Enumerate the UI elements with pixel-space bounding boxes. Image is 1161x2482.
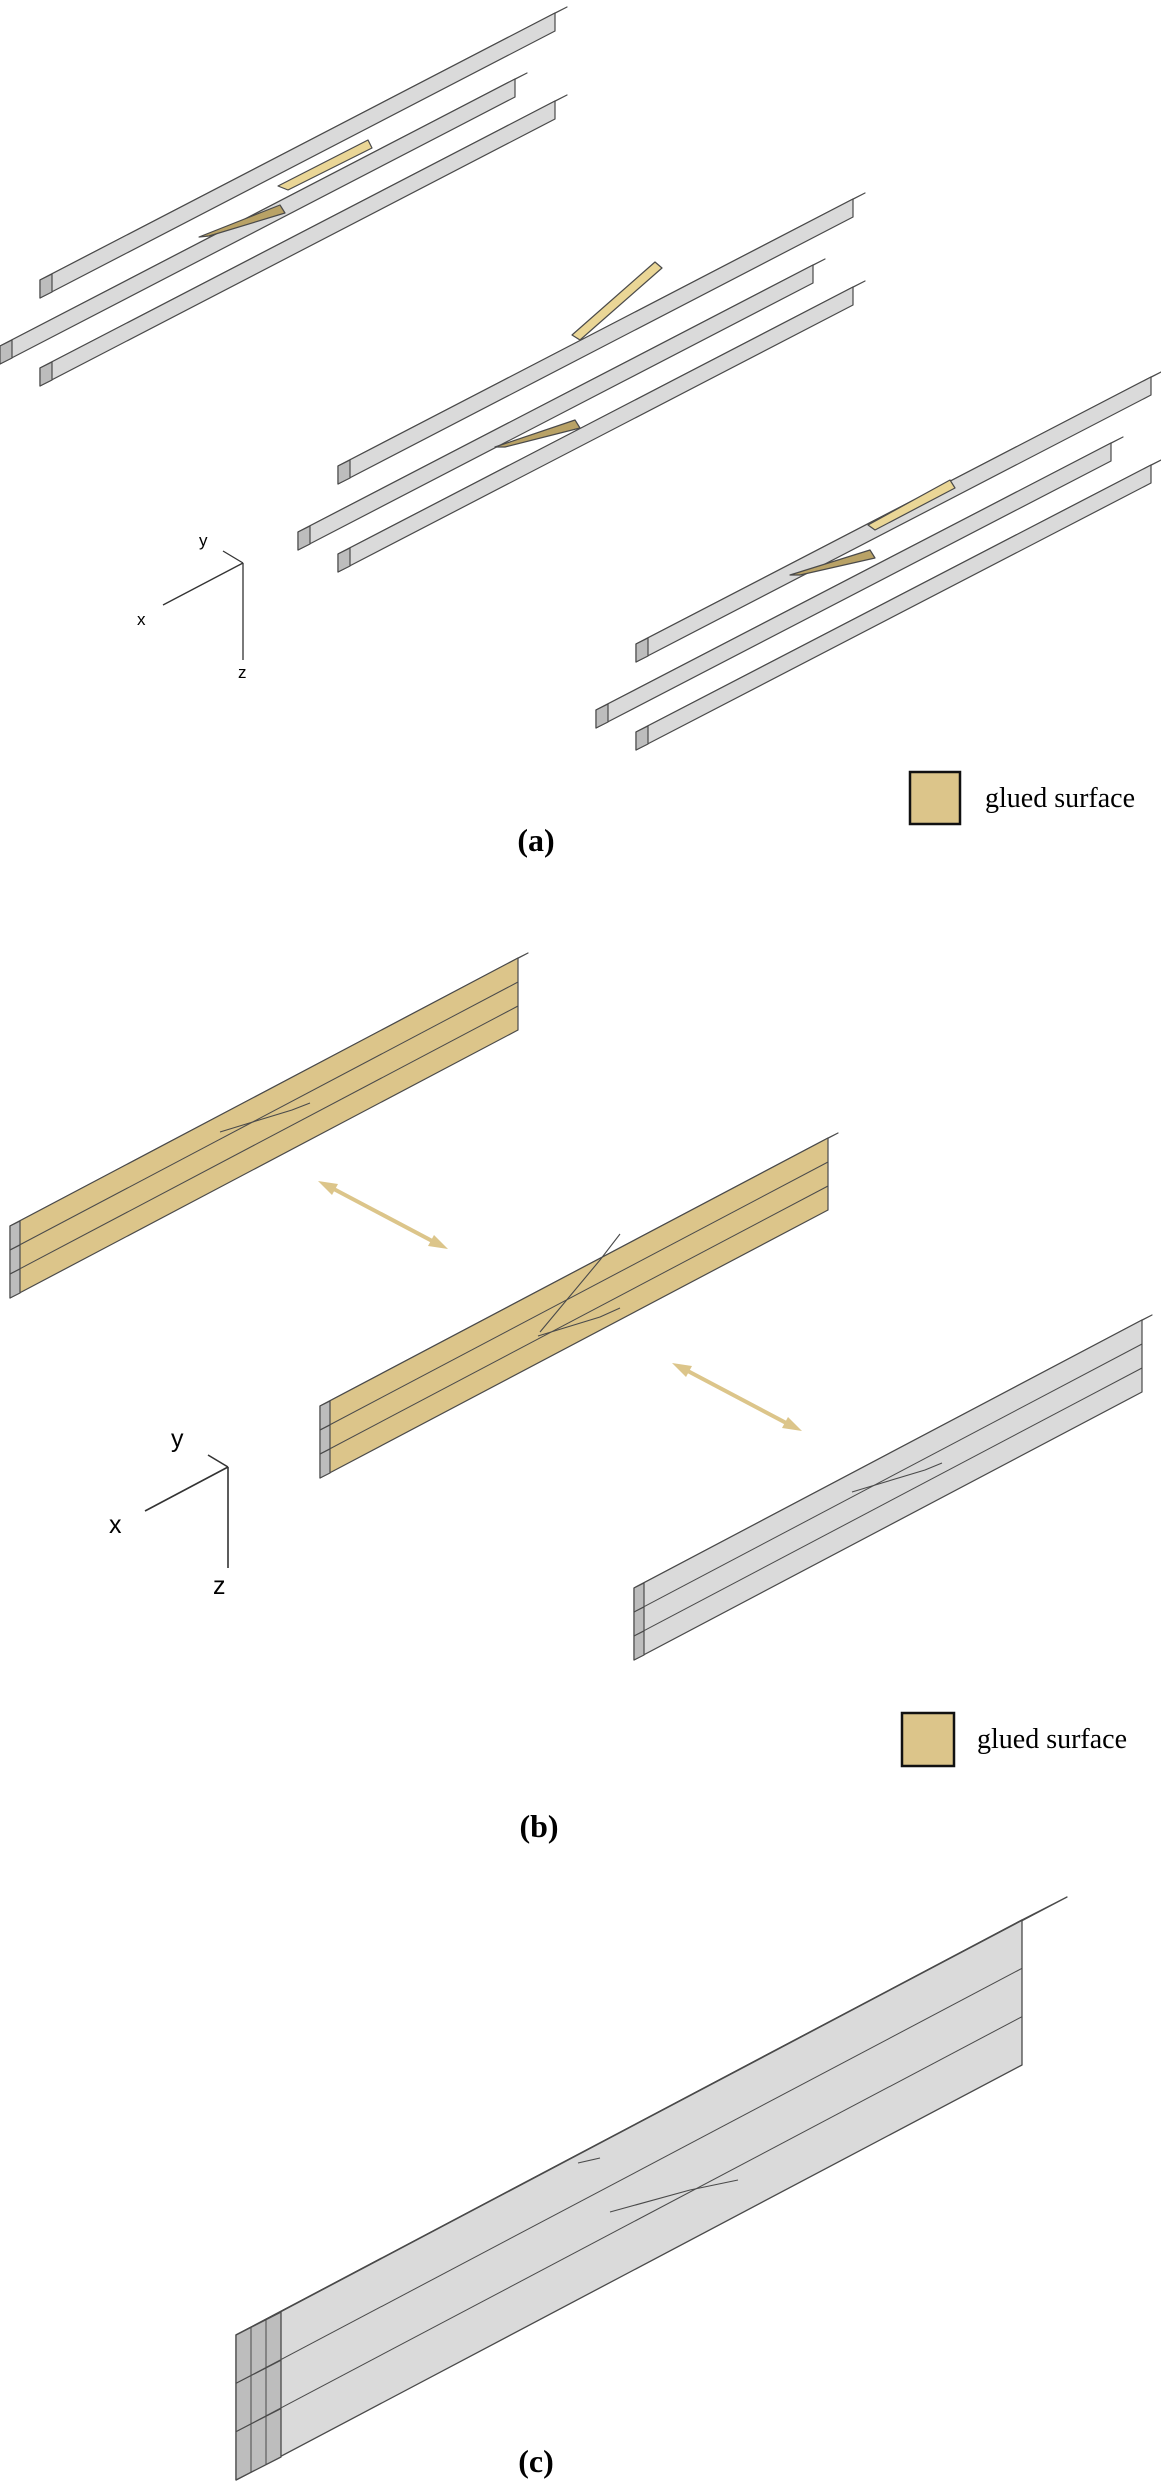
panel1-lamella-line xyxy=(9,981,519,1251)
beam-scarf-joint-side xyxy=(609,2179,739,2213)
panel1-end-line xyxy=(9,1244,21,1251)
panel2-scarf-joint-1 xyxy=(537,1307,621,1337)
layer1-scarf-wedge-2 xyxy=(277,139,373,191)
panel-a-assembly xyxy=(0,6,1161,751)
panel3-face xyxy=(633,1319,1143,1661)
panel1-end xyxy=(9,1220,21,1299)
panel3-lamella-line xyxy=(633,1367,1143,1637)
layer2-back-stick-end xyxy=(337,459,351,485)
beam-lamella-line xyxy=(235,2016,1023,2433)
layer3-front-stick-end xyxy=(635,725,649,751)
layer2-front-stick-end xyxy=(337,547,351,573)
layer2-glued-stick-end xyxy=(297,525,311,551)
panel-c-assembly xyxy=(235,1896,1068,2481)
panel3-end-line xyxy=(633,1630,645,1637)
panel-a-axes xyxy=(162,550,244,660)
layer3-glued-stick-side xyxy=(595,442,1112,729)
legend-b-swatch xyxy=(900,1711,956,1768)
axis-a-z-label: z xyxy=(238,663,247,682)
axis-b-x-label: x xyxy=(109,1511,122,1539)
beam-end-lamella-line xyxy=(235,2359,282,2384)
panel2-end xyxy=(319,1400,331,1479)
panel3-scarf-joint-0 xyxy=(851,1462,943,1493)
axis-b-y-label: y xyxy=(171,1425,184,1453)
legend-a-label: glued surface xyxy=(985,783,1135,814)
axis-a-y-label: y xyxy=(199,531,208,550)
panel2-lamella-line xyxy=(319,1161,829,1431)
panel-b-caption: (b) xyxy=(519,1808,558,1844)
layer1-glued-stick-end xyxy=(0,339,13,365)
layer2-scarf-wedge-1 xyxy=(494,419,581,448)
layer2-scarf-wedge-2 xyxy=(571,261,663,341)
panel3-end-line xyxy=(633,1606,645,1613)
panel2-face xyxy=(319,1137,829,1479)
layer2-glued-stick-side xyxy=(297,264,814,551)
legend-a-swatch xyxy=(908,770,962,826)
layer3-back-stick-end xyxy=(635,637,649,663)
panel1-lamella-line xyxy=(9,1005,519,1275)
panel3-lamella-line xyxy=(633,1343,1143,1613)
beam-end-lamella-line xyxy=(235,2408,282,2433)
panel-a-caption: (a) xyxy=(517,822,554,858)
panel-c-caption: (c) xyxy=(518,2443,554,2479)
panel3-end xyxy=(633,1582,645,1661)
beam-side xyxy=(235,1919,1023,2481)
panel1-scarf-joint-0 xyxy=(219,1102,311,1133)
layer1-scarf-wedge-1 xyxy=(198,204,286,238)
axis-b-z-label: z xyxy=(213,1572,226,1600)
beam-layer-line xyxy=(265,1904,1053,2321)
layer1-back-stick-end xyxy=(39,273,53,299)
layer3-scarf-wedge-1 xyxy=(789,549,876,576)
beam-scarf-joint-top xyxy=(577,2157,601,2164)
panel-b-assembly xyxy=(9,952,1153,1661)
layer3-scarf-wedge-2 xyxy=(867,479,956,531)
axis-a-x-label: x xyxy=(137,610,146,629)
panel-b-axes xyxy=(144,1454,229,1568)
legend-b-label: glued surface xyxy=(977,1724,1127,1755)
panel1-end-line xyxy=(9,1268,21,1275)
panel2-scarf-joint-0 xyxy=(539,1233,621,1333)
panel2-lamella-line xyxy=(319,1185,829,1455)
beam-end xyxy=(235,2311,282,2481)
panel2-end-line xyxy=(319,1424,331,1431)
panel-b-arrows xyxy=(318,1181,802,1431)
layer3-glued-stick-end xyxy=(595,703,609,729)
layer1-front-stick-end xyxy=(39,361,53,387)
beam-lamella-line xyxy=(235,1967,1023,2384)
panel2-end-line xyxy=(319,1448,331,1455)
